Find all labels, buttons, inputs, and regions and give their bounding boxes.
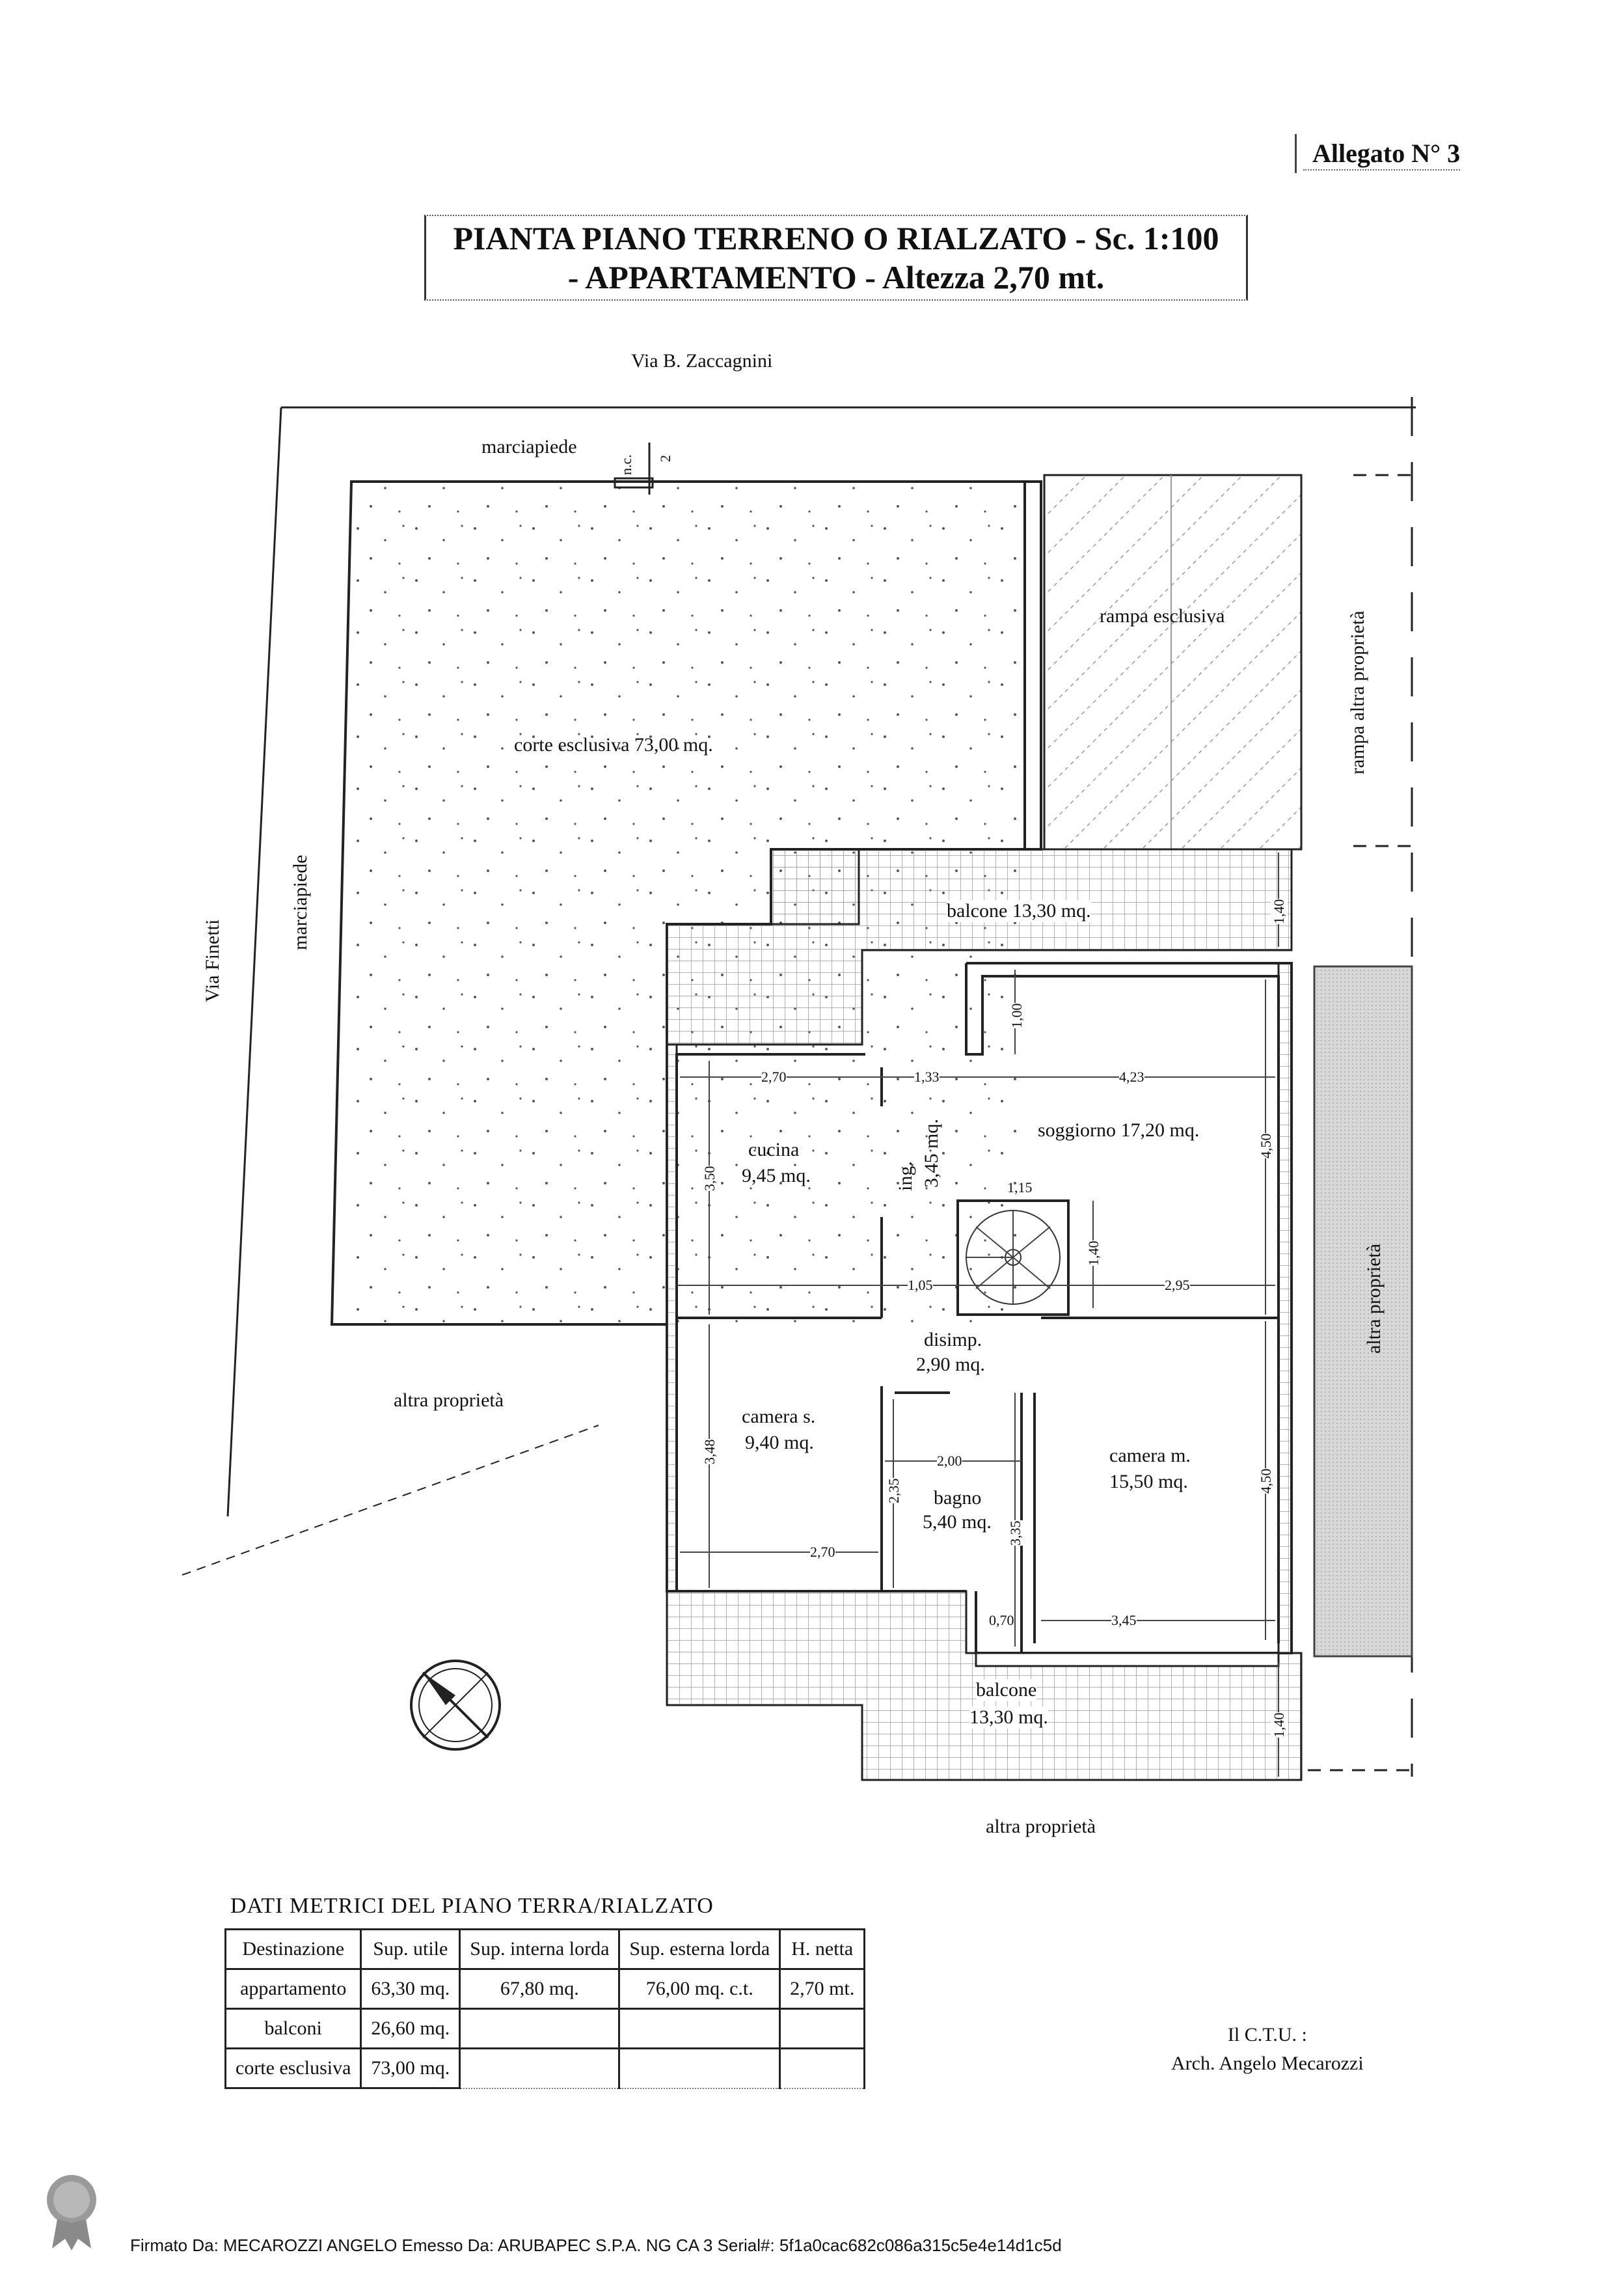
street-top-label: Via B. Zaccagnini xyxy=(631,350,773,372)
table-cell: 2,70 mt. xyxy=(779,1968,866,2010)
signature-line1: Il C.T.U. : xyxy=(1227,2024,1307,2045)
metrics-table-title: DATI METRICI DEL PIANO TERRA/RIALZATO xyxy=(230,1894,714,1918)
dim-label: 1,00 xyxy=(1008,1003,1025,1028)
dim-label: 2,35 xyxy=(886,1478,902,1503)
table-cell: balconi xyxy=(224,2008,362,2049)
camera-s-label: camera s. xyxy=(742,1406,816,1427)
ing-area: 3,45 mq. xyxy=(921,1119,942,1188)
dim-label: 3,35 xyxy=(1007,1520,1024,1546)
dim-label: 1,15 xyxy=(1007,1179,1033,1196)
digital-signature-footer: Firmato Da: MECAROZZI ANGELO Emesso Da: … xyxy=(130,2236,1062,2255)
dim-label: 2,00 xyxy=(937,1453,962,1470)
table-row: corte esclusiva 73,00 mq. xyxy=(224,2047,866,2089)
balcone-bottom-label-1: balcone xyxy=(976,1679,1037,1701)
dim-label: 3,45 xyxy=(1111,1612,1137,1629)
dim-label: 2,70 xyxy=(761,1069,787,1086)
allegato-text: Allegato N° 3 xyxy=(1312,139,1461,168)
table-header: Sup. utile xyxy=(360,1928,461,1970)
dim-label: 0,70 xyxy=(989,1612,1014,1629)
table-cell: 76,00 mq. c.t. xyxy=(618,1968,781,2010)
table-cell xyxy=(618,2047,781,2089)
bagno-area: 5,40 mq. xyxy=(923,1511,992,1533)
plan-title-box: PIANTA PIANO TERRENO O RIALZATO - Sc. 1:… xyxy=(424,215,1248,301)
altra-bottom-label: altra proprietà xyxy=(986,1816,1096,1837)
table-header: Sup. interna lorda xyxy=(459,1928,621,1970)
north-arrow-icon xyxy=(410,1660,501,1751)
balcone-bottom-label-2: 13,30 mq. xyxy=(969,1706,1048,1729)
camera-s-area: 9,40 mq. xyxy=(745,1432,814,1453)
cucina-label: cucina xyxy=(748,1139,800,1160)
table-cell xyxy=(459,2047,621,2089)
dim-label: 4,50 xyxy=(1258,1133,1275,1158)
table-cell: corte esclusiva xyxy=(224,2047,362,2089)
altra-left-label: altra proprietà xyxy=(394,1389,504,1411)
camera-m-area: 15,50 mq. xyxy=(1109,1471,1188,1492)
metrics-table: Destinazione Sup. utile Sup. interna lor… xyxy=(224,1928,866,2089)
plan-title-line2: - APPARTAMENTO - Altezza 2,70 mt. xyxy=(567,259,1105,295)
cucina-area: 9,45 mq. xyxy=(742,1165,811,1186)
dim-label: 1,40 xyxy=(1271,899,1288,924)
table-cell xyxy=(779,2047,866,2089)
dim-label: 2,95 xyxy=(1165,1277,1190,1294)
dim-label: 3,48 xyxy=(701,1439,718,1464)
table-row: balconi 26,60 mq. xyxy=(224,2008,866,2049)
table-header: Destinazione xyxy=(224,1928,362,1970)
allegato-label: Allegato N° 3 xyxy=(1295,134,1461,173)
marciapiede-top-label: marciapiede xyxy=(481,436,577,458)
table-header: Sup. esterna lorda xyxy=(618,1928,781,1970)
disimp-label: disimp. xyxy=(924,1329,982,1350)
rampa-label: rampa esclusiva xyxy=(1100,605,1225,627)
table-header: H. netta xyxy=(779,1928,866,1970)
dim-label: 1,05 xyxy=(908,1277,933,1294)
signature-block: Il C.T.U. : Arch. Angelo Mecarozzi xyxy=(1171,2021,1364,2078)
corte-label: corte esclusiva 73,00 mq. xyxy=(514,734,713,756)
dim-label: 3,50 xyxy=(701,1166,718,1191)
dim-label: 2,70 xyxy=(810,1544,835,1561)
altra-right-label: altra proprietà xyxy=(1363,1243,1385,1354)
table-cell: 63,30 mq. xyxy=(360,1968,461,2010)
signature-line2: Arch. Angelo Mecarozzi xyxy=(1171,2053,1364,2074)
nc-label: n.c. xyxy=(618,454,634,475)
street-left-label: Via Finetti xyxy=(202,919,223,1002)
table-cell xyxy=(459,2008,621,2049)
nc-number: 2 xyxy=(657,455,673,462)
table-cell xyxy=(618,2008,781,2049)
bagno-label: bagno xyxy=(934,1487,982,1509)
digital-signature-seal-icon xyxy=(47,2175,96,2250)
soggiorno-label: soggiorno 17,20 mq. xyxy=(1038,1119,1200,1141)
dim-label: 1,40 xyxy=(1271,1712,1288,1738)
table-cell: 26,60 mq. xyxy=(360,2008,461,2049)
rampa-altra-label: rampa altra proprietà xyxy=(1347,610,1368,774)
dim-label: 4,50 xyxy=(1258,1468,1275,1494)
table-cell: appartamento xyxy=(224,1968,362,2010)
dim-label: 1,40 xyxy=(1085,1240,1102,1266)
marciapiede-left-label: marciapiede xyxy=(290,855,311,950)
camera-m-label: camera m. xyxy=(1109,1445,1191,1466)
table-header-row: Destinazione Sup. utile Sup. interna lor… xyxy=(224,1928,866,1970)
table-cell: 67,80 mq. xyxy=(459,1968,621,2010)
disimp-area: 2,90 mq. xyxy=(916,1354,985,1375)
plan-title-line1: PIANTA PIANO TERRENO O RIALZATO - Sc. 1:… xyxy=(453,220,1219,256)
table-row: appartamento 63,30 mq. 67,80 mq. 76,00 m… xyxy=(224,1968,866,2010)
dim-label: 1,33 xyxy=(914,1069,940,1086)
dim-label: 4,23 xyxy=(1119,1069,1144,1086)
table-cell: 73,00 mq. xyxy=(360,2047,461,2089)
ing-label: ing. xyxy=(895,1161,916,1191)
table-cell xyxy=(779,2008,866,2049)
balcone-top-label: balcone 13,30 mq. xyxy=(947,900,1091,922)
